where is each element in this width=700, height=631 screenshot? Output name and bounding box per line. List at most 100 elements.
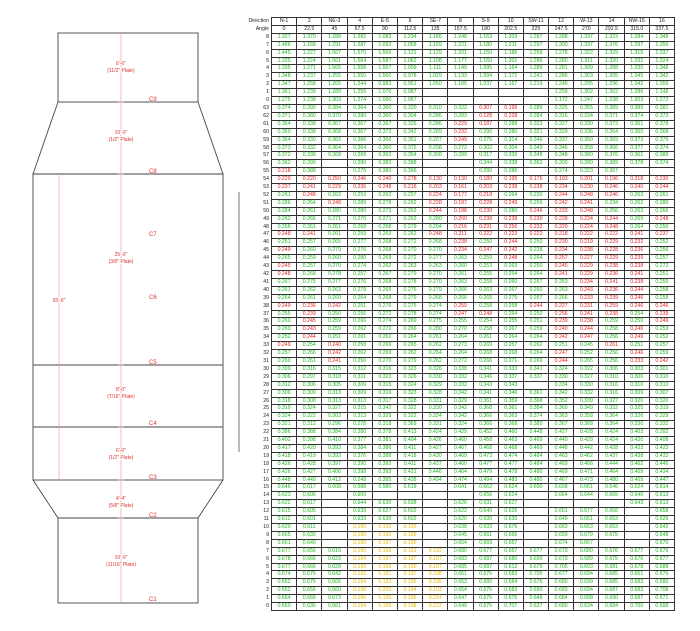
table-cell: 0.268	[371, 246, 398, 256]
table-cell: 0.259	[296, 254, 323, 264]
table-cell	[623, 530, 650, 540]
table-cell: 0.248	[296, 190, 323, 200]
table-cell: 0.274	[371, 317, 398, 327]
direction-header: NW-15	[623, 17, 650, 26]
table-cell: 0.242	[548, 198, 575, 208]
table-cell: 0.251	[648, 270, 676, 279]
table-cell: 0.270	[371, 356, 398, 366]
table-cell: 0.408	[648, 436, 676, 445]
table-cell: 0.390	[346, 159, 373, 169]
table-cell: 0.412	[321, 475, 348, 485]
table-cell: 0.427	[548, 428, 575, 438]
table-cell: 0.239	[548, 317, 575, 327]
table-cell: 0.263	[321, 285, 348, 295]
table-cell: 0.359	[497, 396, 524, 406]
table-cell: 0.446	[648, 459, 676, 469]
row-label: 3	[266, 73, 269, 80]
table-cell: 1.342	[648, 72, 676, 82]
table-cell: 1.570	[346, 48, 373, 58]
table-cell: 0.316	[598, 380, 625, 390]
table-cell: 0.192	[422, 546, 449, 556]
table-cell: 0.279	[396, 293, 424, 303]
table-cell: 0.279	[396, 222, 424, 232]
table-cell: 0.684	[497, 578, 524, 588]
table-cell: 0.613	[648, 499, 676, 509]
table-cell: 0.437	[422, 459, 449, 469]
table-cell: 1.324	[648, 56, 676, 66]
table-cell: 0.244	[422, 206, 449, 216]
table-cell: 1.445	[270, 48, 298, 58]
direction-header: 4	[346, 17, 373, 26]
direction-header: E-5	[371, 17, 398, 26]
table-cell: 1.284	[623, 32, 650, 42]
table-cell: 0.361	[472, 396, 499, 406]
table-cell: 0.254	[623, 309, 650, 319]
table-cell: 1.288	[321, 32, 348, 42]
table-cell: 0.346	[522, 135, 550, 145]
table-cell: 0.364	[346, 103, 373, 113]
table-cell: 0.262	[422, 356, 449, 366]
row-label: 40	[263, 286, 269, 293]
table-cell: 1.067	[396, 96, 424, 105]
table-cell: 0.237	[648, 230, 676, 240]
table-cell: 0.329	[422, 380, 449, 390]
table-cell	[497, 96, 524, 105]
table-cell: 0.605	[296, 507, 323, 517]
table-cell: 0.198	[371, 562, 398, 572]
table-cell: 0.274	[422, 309, 449, 319]
table-cell: 0.277	[346, 238, 373, 248]
table-cell: 1.111	[422, 64, 449, 74]
row-label: 48	[263, 223, 269, 230]
table-cell: 0.195	[497, 103, 524, 113]
table-cell	[321, 499, 348, 509]
table-cell: 0.264	[346, 293, 373, 303]
table-cell	[522, 167, 550, 177]
table-cell: 1.288	[598, 64, 625, 74]
table-cell: 0.220	[548, 222, 575, 232]
table-cell: 1.224	[296, 56, 323, 66]
row-label: 27	[263, 389, 269, 396]
table-cell	[321, 491, 348, 501]
table-cell: 0.690	[522, 554, 550, 564]
table-cell: 0.624	[623, 483, 650, 493]
table-cell: 0.263	[396, 206, 424, 216]
table-cell: 1.160	[472, 56, 499, 66]
table-cell: 0.690	[522, 586, 550, 596]
table-cell: 0.367	[346, 127, 373, 137]
table-cell: 0.250	[648, 222, 676, 232]
angle-header: 67.5	[346, 24, 373, 34]
row-label: 60	[263, 128, 269, 135]
table-cell: 0.358	[573, 412, 600, 422]
table-cell: 0.338	[447, 364, 474, 374]
tank-elevation-diagram: C9 C8 C7 C6 C5 C4 C3 C2 C1 55'-0" 6'-6" …	[32, 32, 224, 604]
table-cell: 0.426	[270, 467, 298, 477]
table-cell: 0.366	[598, 143, 625, 153]
table-cell: 0.256	[598, 333, 625, 343]
row-label: 44	[263, 255, 269, 262]
table-cell: 0.270	[396, 246, 424, 256]
table-cell: 0.268	[497, 349, 524, 358]
table-cell: 0.444	[598, 459, 625, 469]
table-cell: 0.262	[371, 190, 398, 200]
table-cell: 0.268	[422, 293, 449, 303]
table-cell: 0.310	[422, 103, 449, 113]
table-cell: 0.381	[371, 436, 398, 445]
table-cell: 0.306	[270, 388, 298, 398]
table-cell	[371, 491, 398, 501]
table-cell: 0.351	[396, 135, 424, 145]
table-cell: 1.348	[648, 64, 676, 74]
table-cell: 0.332	[598, 404, 625, 414]
table-cell: 0.256	[598, 356, 625, 366]
table-cell: 0.193	[346, 562, 373, 572]
table-cell: 0.257	[270, 349, 298, 358]
table-cell: 0.310	[598, 372, 625, 382]
table-cell: 0.236	[296, 301, 323, 311]
table-cell: 0.364	[396, 151, 424, 161]
table-cell	[497, 88, 524, 98]
table-cell: 0.265	[396, 341, 424, 351]
table-cell: 0.261	[321, 230, 348, 240]
table-cell: 0.707	[497, 602, 524, 611]
table-cell: 0.311	[346, 372, 373, 382]
